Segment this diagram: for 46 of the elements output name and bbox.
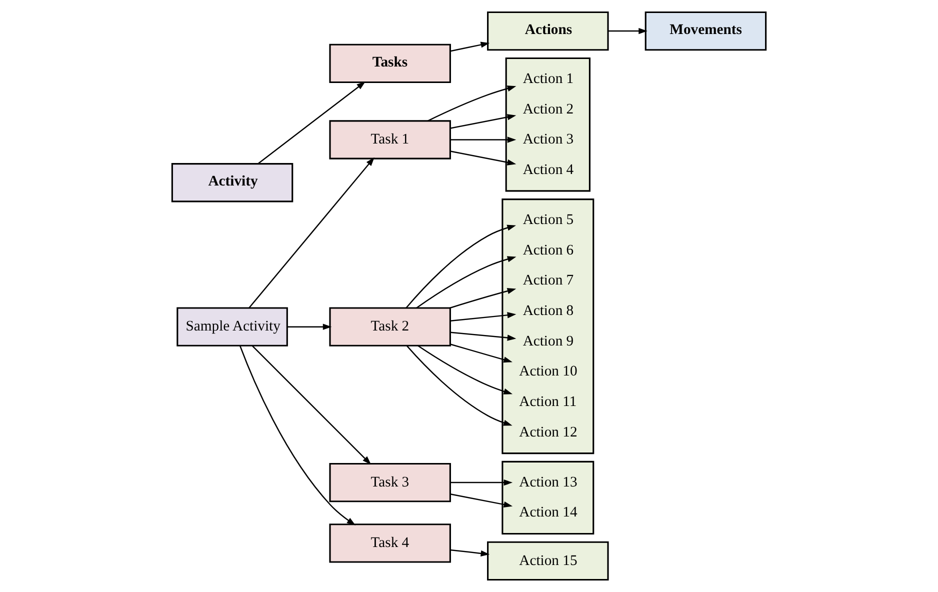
arrow xyxy=(450,493,513,508)
arrow xyxy=(287,324,332,330)
arrow xyxy=(258,82,366,164)
arrow xyxy=(248,157,374,308)
node-box: Movements xyxy=(644,11,767,51)
node-text: Action 1 xyxy=(522,71,574,87)
arrow xyxy=(450,288,516,309)
node-text: Action 12 xyxy=(519,424,578,440)
node-box: Action 15 xyxy=(487,541,609,581)
node-text: Action 4 xyxy=(522,162,574,178)
node-box: Activity xyxy=(171,163,294,202)
arrow xyxy=(427,86,516,122)
node-text: Action 3 xyxy=(522,132,574,148)
arrow xyxy=(418,345,513,394)
node-box: Sample Activity xyxy=(176,307,288,346)
arrow xyxy=(450,344,512,363)
node-text: Action 14 xyxy=(519,504,578,521)
node-box: Task 2 xyxy=(329,307,451,346)
node-text: Action 13 xyxy=(519,474,578,490)
node-text: Action 7 xyxy=(522,272,574,289)
arrow xyxy=(450,136,516,143)
node-text: Action 10 xyxy=(519,364,578,380)
arrow xyxy=(450,549,490,556)
arrow xyxy=(450,114,516,129)
arrow xyxy=(450,332,516,341)
arrow xyxy=(450,150,516,166)
arrow xyxy=(406,346,512,426)
node-box: Tasks xyxy=(329,44,451,84)
arrow xyxy=(239,346,356,526)
node-box: Task 3 xyxy=(329,462,451,502)
node-box: Task 4 xyxy=(329,524,451,563)
node-text: Action 11 xyxy=(519,394,577,410)
arrow xyxy=(450,479,513,486)
arrow xyxy=(406,224,516,308)
node-text: Action 8 xyxy=(522,303,574,320)
arrow xyxy=(252,345,372,465)
arrow xyxy=(450,42,490,52)
arrow xyxy=(416,256,516,308)
arrow xyxy=(608,28,648,34)
node-text: Action 9 xyxy=(522,333,574,350)
node-text: Action 5 xyxy=(522,212,574,228)
node-box: Task 1 xyxy=(329,120,451,160)
arrow xyxy=(450,312,516,322)
node-text: Action 2 xyxy=(522,101,574,118)
node-box: Actions xyxy=(487,11,609,51)
node-text: Action 6 xyxy=(522,242,574,258)
